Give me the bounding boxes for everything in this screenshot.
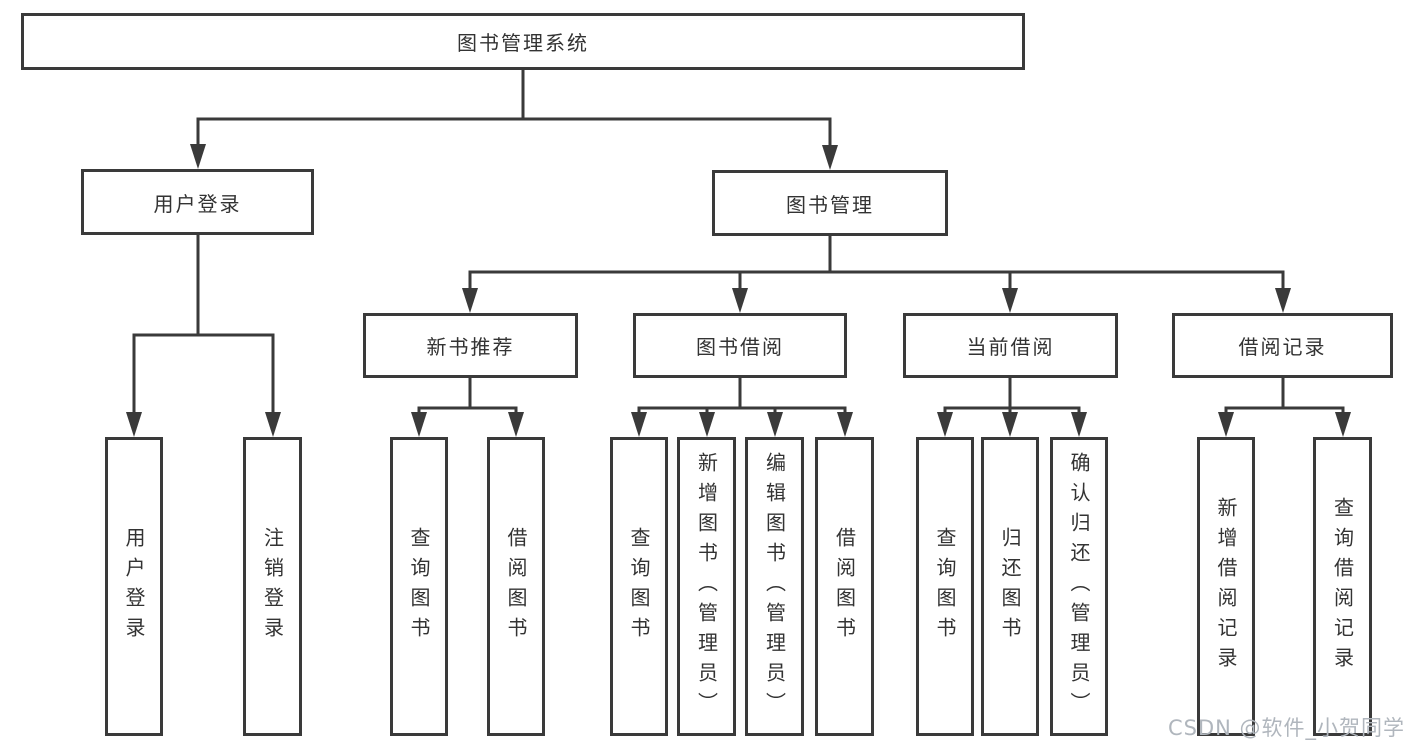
node-leaf-bb-edit-book-admin: 编辑图书（管理员）	[745, 437, 804, 736]
leaf-label: 编辑图书（管理员）	[762, 451, 787, 722]
node-borrow-record: 借阅记录	[1172, 313, 1393, 378]
node-leaf-bb-query-book: 查询图书	[610, 437, 668, 736]
node-leaf-cb-confirm-return-admin: 确认归还（管理员）	[1050, 437, 1108, 736]
node-root-system: 图书管理系统	[21, 13, 1025, 70]
leaf-label: 查询图书	[933, 526, 957, 647]
connector-root-to-level2	[190, 69, 838, 170]
leaf-label: 新增图书（管理员）	[694, 451, 719, 722]
node-leaf-bb-add-book-admin: 新增图书（管理员）	[677, 437, 736, 736]
node-book-borrow: 图书借阅	[633, 313, 847, 378]
node-leaf-cb-query-book: 查询图书	[916, 437, 974, 736]
leaf-label: 用户登录	[122, 526, 146, 647]
connector-borrowrecord-to-children	[1218, 377, 1351, 437]
leaf-label: 借阅图书	[832, 526, 857, 647]
node-current-borrow: 当前借阅	[903, 313, 1118, 378]
leaf-label: 查询图书	[407, 526, 431, 647]
leaf-label: 查询图书	[627, 526, 651, 647]
node-leaf-rec-query-book: 查询图书	[390, 437, 448, 736]
node-new-book-recommend: 新书推荐	[363, 313, 578, 378]
leaf-label: 查询借阅记录	[1330, 496, 1355, 677]
connector-bookborrow-to-children	[631, 377, 853, 437]
connector-currentborrow-to-children	[937, 377, 1087, 437]
leaf-label: 归还图书	[998, 526, 1022, 647]
connector-newbook-to-children	[411, 377, 524, 437]
node-leaf-user-login: 用户登录	[105, 437, 163, 736]
node-leaf-logout: 注销登录	[243, 437, 302, 736]
leaf-label: 确认归还（管理员）	[1067, 451, 1091, 722]
leaf-label: 借阅图书	[504, 526, 528, 647]
node-user-login: 用户登录	[81, 169, 314, 235]
node-leaf-cb-return-book: 归还图书	[981, 437, 1039, 736]
connector-bookmgmt-to-level3	[462, 235, 1291, 313]
leaf-label: 注销登录	[260, 526, 285, 647]
node-book-management: 图书管理	[712, 170, 948, 236]
node-leaf-rec-borrow-book: 借阅图书	[487, 437, 545, 736]
node-leaf-bb-borrow-book: 借阅图书	[815, 437, 874, 736]
leaf-label: 新增借阅记录	[1214, 496, 1238, 677]
csdn-watermark: CSDN @软件_小贺同学	[1168, 716, 1405, 740]
node-leaf-br-add-record: 新增借阅记录	[1197, 437, 1255, 736]
node-leaf-br-query-record: 查询借阅记录	[1313, 437, 1372, 736]
connector-userlogin-to-children	[126, 234, 281, 437]
